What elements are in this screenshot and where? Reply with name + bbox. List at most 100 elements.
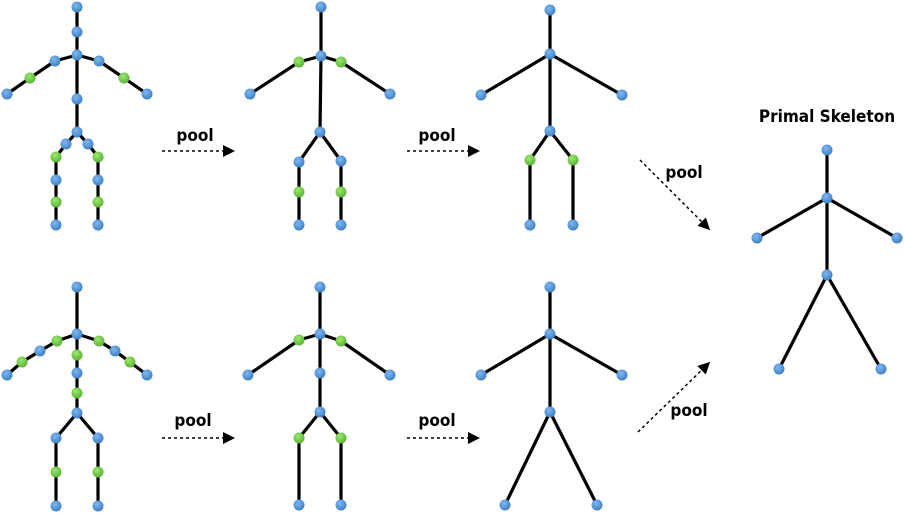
pooled-joint	[92, 466, 104, 478]
pooled-joint	[71, 349, 83, 361]
joint	[49, 55, 61, 67]
pooled-joint	[524, 154, 536, 166]
joint	[293, 219, 305, 231]
joint	[751, 232, 763, 244]
pooled-joint	[50, 151, 62, 163]
joint	[71, 126, 83, 138]
pool-label-bottom-2: pool	[418, 411, 455, 431]
bone	[825, 274, 883, 370]
joint	[821, 192, 833, 204]
bone	[340, 60, 391, 96]
pooled-joint	[51, 335, 63, 347]
bone	[480, 52, 551, 97]
joint	[544, 328, 556, 340]
pooled-joint	[335, 335, 347, 347]
bone	[297, 131, 322, 163]
skeleton-top-pool-1	[244, 1, 396, 231]
joint	[1, 88, 13, 100]
joint	[314, 406, 326, 418]
pooled-joint	[118, 72, 130, 84]
joint	[891, 232, 903, 244]
joint	[92, 219, 104, 231]
pooled-joint	[567, 154, 579, 166]
joint	[499, 499, 511, 511]
joint	[82, 138, 94, 150]
bone	[549, 52, 623, 97]
joint	[71, 367, 83, 379]
joint	[50, 174, 62, 186]
joint	[335, 219, 347, 231]
joint	[524, 219, 536, 231]
primal-skeleton-title: Primal Skeleton	[759, 107, 895, 127]
joint	[567, 219, 579, 231]
skeleton-bottom-original	[1, 281, 153, 512]
joint	[242, 369, 254, 381]
joint	[71, 1, 83, 13]
bone	[777, 274, 829, 370]
joint	[71, 407, 83, 419]
pool-label-bottom-1: pool	[174, 411, 211, 431]
joint	[315, 1, 327, 13]
bone	[249, 60, 300, 96]
pooled-joint	[92, 196, 104, 208]
pooled-joint	[293, 186, 305, 198]
bone	[548, 411, 599, 506]
joint	[591, 499, 603, 511]
joint	[821, 269, 833, 281]
bone	[528, 130, 552, 161]
pooled-joint	[71, 387, 83, 399]
joint	[384, 369, 396, 381]
bone	[297, 410, 322, 440]
joint	[71, 281, 83, 293]
joint	[141, 369, 153, 381]
pooled-joint	[293, 56, 305, 68]
pooled-joint	[92, 151, 104, 163]
joint	[315, 50, 327, 62]
joint	[34, 345, 46, 357]
joint	[244, 88, 256, 100]
joint	[109, 345, 121, 357]
joint	[314, 328, 326, 340]
pooled-joint	[93, 335, 105, 347]
joint	[314, 367, 326, 379]
joint	[60, 138, 72, 150]
skeleton-top-original	[1, 1, 153, 231]
bone	[318, 131, 343, 162]
joint	[71, 93, 83, 105]
pool-label-top-2: pool	[418, 126, 455, 146]
arrow-diag-bottom	[637, 361, 711, 433]
bone	[503, 411, 552, 506]
joint	[773, 363, 785, 375]
joint	[50, 500, 62, 512]
pooled-joint	[335, 186, 347, 198]
joint	[475, 369, 487, 381]
joint	[314, 126, 326, 138]
bone	[318, 410, 343, 440]
joint	[93, 55, 105, 67]
pooled-joint	[16, 356, 28, 368]
joint	[92, 500, 104, 512]
bone	[549, 332, 623, 377]
joint	[616, 369, 628, 381]
joint	[544, 125, 556, 137]
arrow-diag-top	[639, 159, 711, 231]
joint	[293, 499, 305, 511]
joint	[92, 432, 104, 444]
pool-label-diag-bottom: pool	[670, 401, 707, 421]
pooled-joint	[50, 466, 62, 478]
pool-label-diag-top: pool	[665, 163, 702, 183]
skeleton-bottom-pool-2	[475, 281, 628, 511]
bone	[826, 196, 898, 240]
bone	[318, 55, 323, 133]
joint	[71, 26, 83, 38]
joint	[821, 144, 833, 156]
pooled-joint	[293, 334, 305, 346]
joint	[335, 499, 347, 511]
joint	[544, 406, 556, 418]
pooled-joint	[124, 356, 136, 368]
joint	[544, 4, 556, 16]
joint	[141, 88, 153, 100]
joint	[314, 281, 326, 293]
joint	[92, 174, 104, 186]
